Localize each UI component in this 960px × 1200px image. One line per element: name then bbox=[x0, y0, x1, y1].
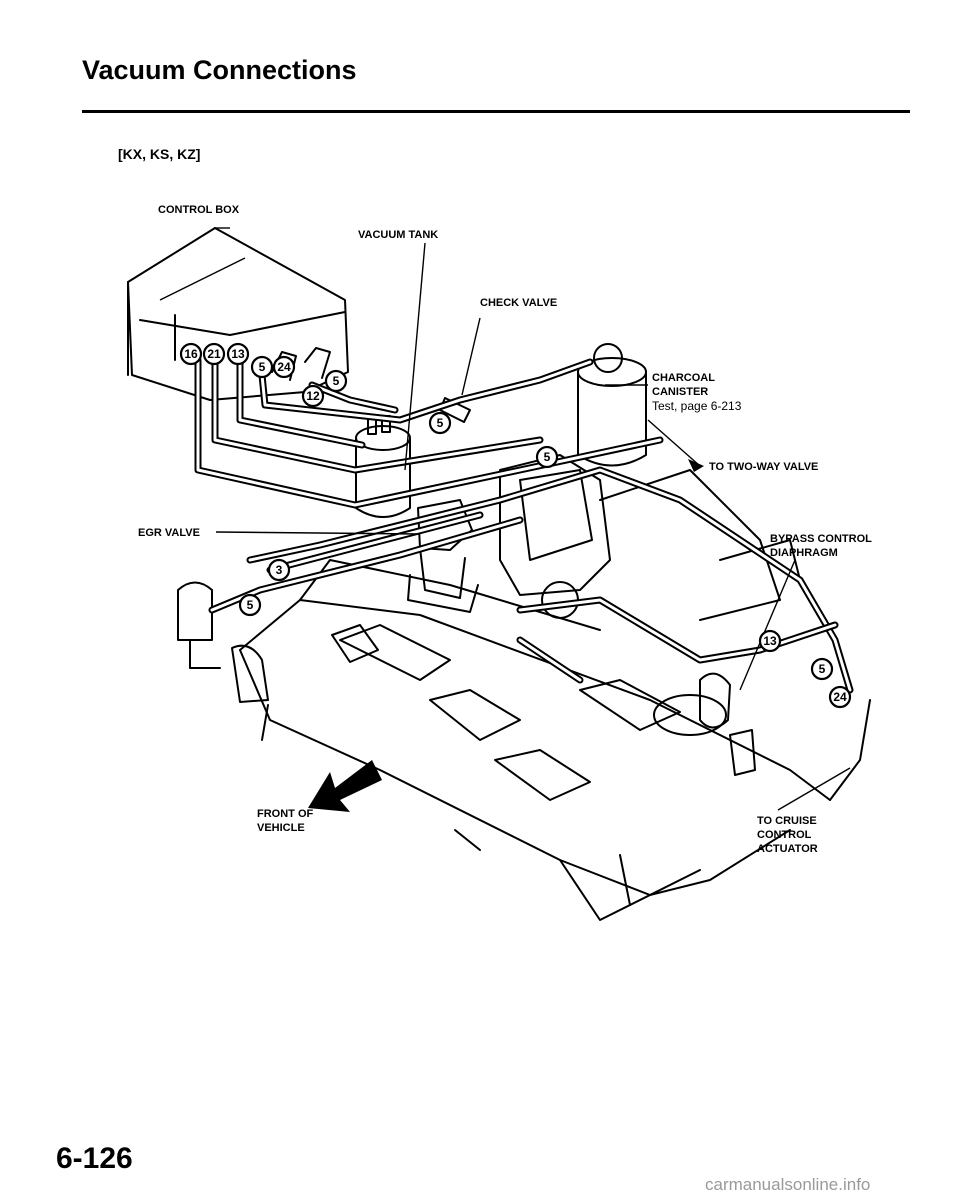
svg-text:5: 5 bbox=[259, 360, 266, 374]
hose-number-24: 24 bbox=[272, 355, 296, 379]
cruise-control-label-line3: ACTUATOR bbox=[757, 843, 818, 855]
hose-number-5: 5 bbox=[238, 593, 262, 617]
bypass-control-label-line2: DIAPHRAGM bbox=[770, 547, 838, 559]
watermark: carmanualsonline.info bbox=[705, 1175, 871, 1194]
svg-text:13: 13 bbox=[763, 634, 777, 648]
charcoal-canister-test-reference: Test, page 6-213 bbox=[652, 399, 742, 413]
hose-number-21: 21 bbox=[202, 342, 226, 366]
bypass-control-label-line1: BYPASS CONTROL bbox=[770, 533, 872, 545]
two-way-valve-arrow bbox=[688, 459, 704, 472]
page-title: Vacuum Connections bbox=[82, 55, 357, 85]
svg-text:13: 13 bbox=[231, 347, 245, 361]
front-of-vehicle-label-line1: FRONT OF bbox=[257, 808, 314, 820]
hose-number-5: 5 bbox=[535, 445, 559, 469]
svg-text:5: 5 bbox=[437, 416, 444, 430]
hose-number-13: 13 bbox=[758, 629, 782, 653]
svg-text:24: 24 bbox=[833, 690, 847, 704]
hose-number-13: 13 bbox=[226, 342, 250, 366]
title-rule bbox=[82, 110, 910, 113]
svg-text:16: 16 bbox=[184, 347, 198, 361]
cruise-control-label-line1: TO CRUISE bbox=[757, 815, 817, 827]
svg-text:3: 3 bbox=[276, 563, 283, 577]
hose-number-5: 5 bbox=[250, 355, 274, 379]
svg-text:12: 12 bbox=[306, 389, 320, 403]
model-subtitle: [KX, KS, KZ] bbox=[118, 146, 201, 162]
egr-valve-label: EGR VALVE bbox=[138, 527, 200, 539]
hose-number-16: 16 bbox=[179, 342, 203, 366]
svg-text:5: 5 bbox=[333, 374, 340, 388]
hose-number-5: 5 bbox=[810, 657, 834, 681]
front-direction-arrow bbox=[308, 760, 382, 812]
hose-number-5: 5 bbox=[324, 369, 348, 393]
svg-text:5: 5 bbox=[544, 450, 551, 464]
hose-number-12: 12 bbox=[301, 384, 325, 408]
page-number: 6-126 bbox=[56, 1142, 133, 1175]
check-valve-label: CHECK VALVE bbox=[480, 297, 558, 309]
two-way-valve-label: TO TWO-WAY VALVE bbox=[709, 461, 819, 473]
svg-text:5: 5 bbox=[247, 598, 254, 612]
throttle-body-drawing bbox=[499, 454, 611, 619]
cruise-control-label-line2: CONTROL bbox=[757, 829, 812, 841]
svg-text:5: 5 bbox=[819, 662, 826, 676]
front-of-vehicle-label-line2: VEHICLE bbox=[257, 822, 305, 834]
vacuum-tank-label: VACUUM TANK bbox=[358, 229, 439, 241]
charcoal-canister-label-line2: CANISTER bbox=[652, 386, 709, 398]
hose-number-24: 24 bbox=[828, 685, 852, 709]
charcoal-canister-label-line1: CHARCOAL bbox=[652, 372, 715, 384]
vacuum-hoses bbox=[194, 356, 854, 694]
hose-number-3: 3 bbox=[267, 558, 291, 582]
svg-text:24: 24 bbox=[277, 360, 291, 374]
leader-lines bbox=[214, 227, 851, 811]
svg-text:21: 21 bbox=[207, 347, 221, 361]
control-box-label: CONTROL BOX bbox=[158, 204, 240, 216]
hose-number-5: 5 bbox=[428, 411, 452, 435]
